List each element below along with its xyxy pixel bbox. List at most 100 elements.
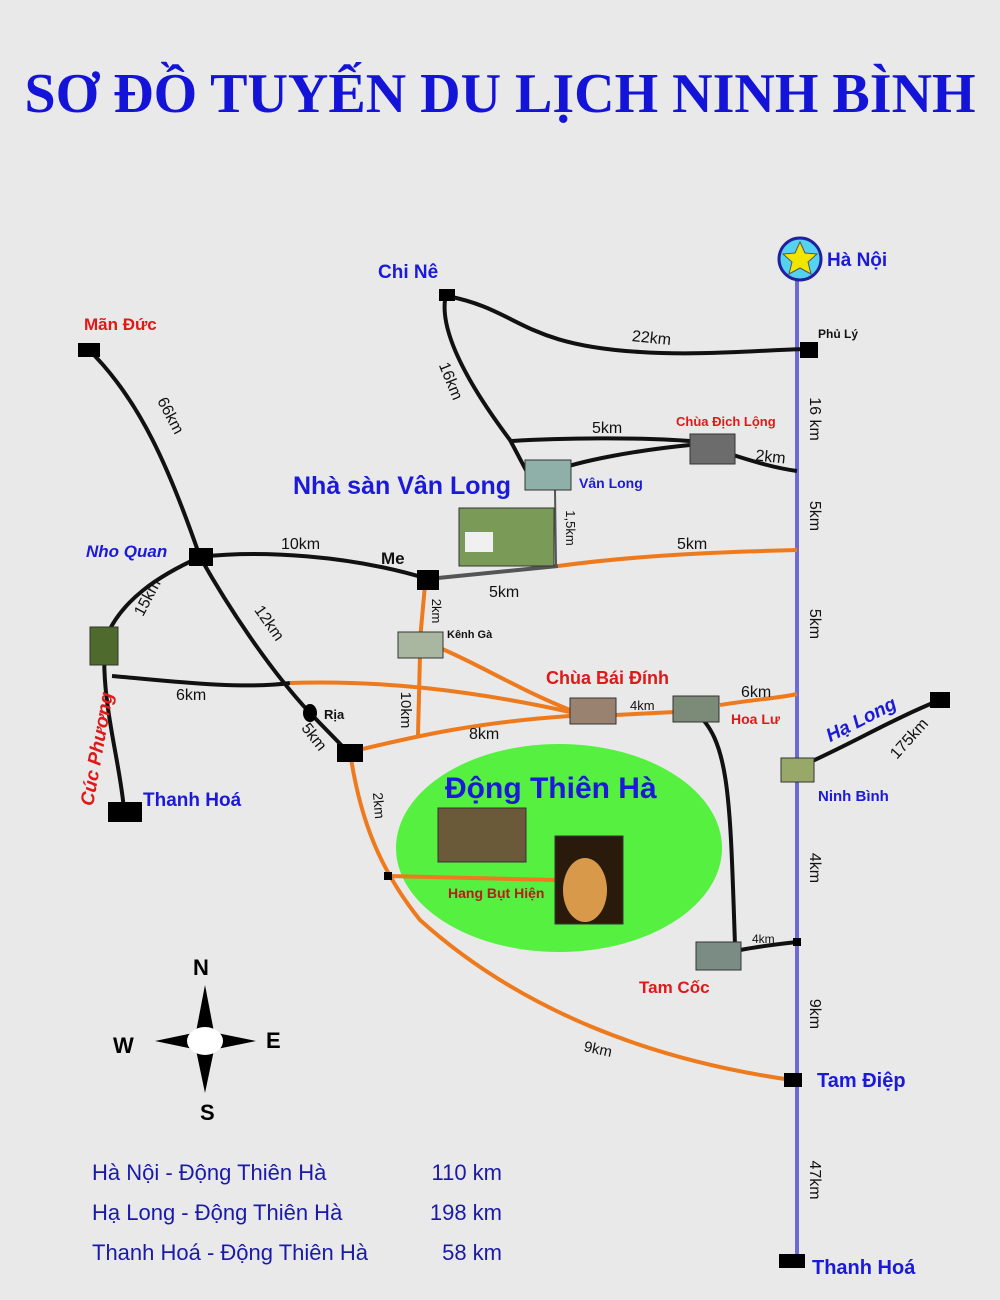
dist-dich-long-hw: 2km <box>755 447 787 467</box>
label-cuc-phuong: Cúc Phương <box>77 690 118 807</box>
dist-ninh-binh-south: 4km <box>806 853 823 883</box>
road-man-duc-nho-quan <box>87 348 202 558</box>
compass-center <box>187 1027 223 1055</box>
label-thanh-hoa-w: Thanh Hoá <box>143 790 242 811</box>
dist-tam-coc-hw: 4km <box>752 932 775 946</box>
orange-roads <box>289 548 798 1082</box>
dist-bai-dinh-hoa-lu: 4km <box>630 698 655 713</box>
label-phu-ly: Phủ Lý <box>818 327 858 341</box>
node-nho-quan <box>189 548 213 566</box>
road-hoa-lu-hw <box>719 692 798 707</box>
label-kenh-ga: Kênh Gà <box>447 629 493 641</box>
dist-hw-5km-b: 5km <box>806 609 823 639</box>
road-hoa-lu-tam-coc <box>693 710 737 946</box>
label-tam-coc: Tam Cốc <box>639 978 710 997</box>
compass-s: S <box>200 1100 215 1125</box>
distance-km: 198 km <box>429 1200 502 1225</box>
photo-van-long <box>524 459 572 491</box>
compass-rose: N S E W <box>113 955 281 1125</box>
label-dong-thien-ha: Động Thiên Hà <box>445 772 657 805</box>
photo-nha-san-bus <box>465 532 493 552</box>
node-tam-coc-hw <box>793 938 801 946</box>
label-ninh-binh: Ninh Bình <box>818 788 889 805</box>
distance-route: Hà Nội - Động Thiên Hà <box>92 1160 327 1185</box>
photo-ninh-binh <box>780 757 815 783</box>
distance-route: Hạ Long - Động Thiên Hà <box>92 1200 343 1225</box>
black-roads <box>87 294 941 952</box>
node-thanh-hoa-s <box>779 1254 805 1268</box>
compass-arrow-south <box>196 1050 214 1093</box>
road-van-long-dich-long <box>511 436 691 443</box>
photo-cuc-phuong <box>89 626 119 666</box>
dist-nho-quan-me: 10km <box>281 536 320 553</box>
node-junction <box>337 744 363 762</box>
dist-hoa-lu-hw: 6km <box>741 684 771 701</box>
dist-kenh-ga-vertical: 10km <box>397 692 414 729</box>
distance-table: Hà Nội - Động Thiên Hà 110 km Hạ Long - … <box>92 1160 512 1280</box>
road-chi-ne-van-long <box>442 299 530 475</box>
road-ha-long-ninh-binh <box>796 698 941 770</box>
label-ria: Rịa <box>324 707 345 722</box>
dist-nho-quan-ria: 12km <box>251 603 287 645</box>
label-chua-bai-dinh: Chùa Bái Đính <box>546 668 669 688</box>
label-hang-but-hien: Hang Bụt Hiện <box>448 885 544 901</box>
road-junction-bai-dinh <box>349 714 571 754</box>
dist-cuc-phuong-ria: 6km <box>176 687 206 704</box>
label-tam-diep: Tam Điệp <box>817 1070 906 1092</box>
compass-n: N <box>193 955 209 980</box>
dist-junction-cave: 2km <box>370 792 388 820</box>
photo-hang-but-hien-rock <box>563 858 607 922</box>
dist-chi-ne-phu-ly: 22km <box>631 328 672 349</box>
node-chi-ne <box>439 289 455 301</box>
photo-hoa-lu <box>672 695 720 723</box>
node-phu-ly <box>800 342 818 358</box>
photo-tam-coc <box>695 941 742 971</box>
label-hoa-lu: Hoa Lư <box>731 711 781 727</box>
road-nho-quan-ria <box>198 556 350 754</box>
compass-w: W <box>113 1033 134 1058</box>
node-tam-diep <box>784 1073 802 1087</box>
dist-van-long-me: 1,5km <box>563 510 578 545</box>
nodes <box>78 289 950 1268</box>
road-me-kenh-ga <box>418 584 427 641</box>
road-cuc-phuong-ria <box>111 674 291 688</box>
label-chi-ne: Chi Nê <box>378 262 438 283</box>
node-thanh-hoa-w <box>108 802 142 822</box>
road-junction-tam-diep <box>348 751 793 1082</box>
road-kenh-ga-bai-dinh <box>439 646 571 712</box>
distance-row: Thanh Hoá - Động Thiên Hà 58 km <box>92 1240 512 1280</box>
label-ha-noi: Hà Nội <box>827 250 887 271</box>
distance-row: Hạ Long - Động Thiên Hà 198 km <box>92 1200 512 1240</box>
road-me-hw-orange <box>557 548 798 568</box>
road-bai-dinh-hoa-lu <box>614 710 676 717</box>
label-man-duc: Mãn Đức <box>84 315 157 334</box>
dist-hw-5km-a: 5km <box>806 501 823 531</box>
dist-junction-tam-diep: 9km <box>582 1038 613 1061</box>
dist-phu-ly-mid: 16 km <box>806 397 823 441</box>
compass-e: E <box>266 1028 281 1053</box>
label-me: Me <box>381 549 405 568</box>
distance-km: 58 km <box>442 1240 502 1265</box>
distance-row: Hà Nội - Động Thiên Hà 110 km <box>92 1160 512 1200</box>
dist-me-hw-orange: 5km <box>677 536 707 553</box>
label-chua-dich-long: Chùa Địch Lộng <box>676 414 776 429</box>
distance-route: Thanh Hoá - Động Thiên Hà <box>92 1240 368 1265</box>
dist-tam-diep-hw: 9km <box>806 999 823 1029</box>
dist-tam-diep-thanh-hoa: 47km <box>806 1160 823 1199</box>
dist-van-long-dich-long: 5km <box>592 420 622 437</box>
road-dich-long-hw <box>729 452 798 473</box>
node-man-duc <box>78 343 100 357</box>
label-nha-san-van-long: Nhà sàn Vân Long <box>293 472 511 500</box>
road-nho-quan-me <box>199 552 429 581</box>
node-cave-link <box>384 872 392 880</box>
compass-arrow-west <box>155 1032 198 1050</box>
road-kenh-ga-vertical <box>416 654 422 736</box>
map-title: SƠ ĐỒ TUYẾN DU LỊCH NINH BÌNH <box>24 63 976 125</box>
photo-dong-thien-ha-house <box>437 807 527 863</box>
road-chi-ne-phu-ly <box>446 294 808 356</box>
node-me <box>417 570 439 590</box>
road-tam-coc-hw <box>739 940 798 952</box>
label-nho-quan: Nho Quan <box>86 542 167 561</box>
road-van-long-me <box>554 489 557 567</box>
